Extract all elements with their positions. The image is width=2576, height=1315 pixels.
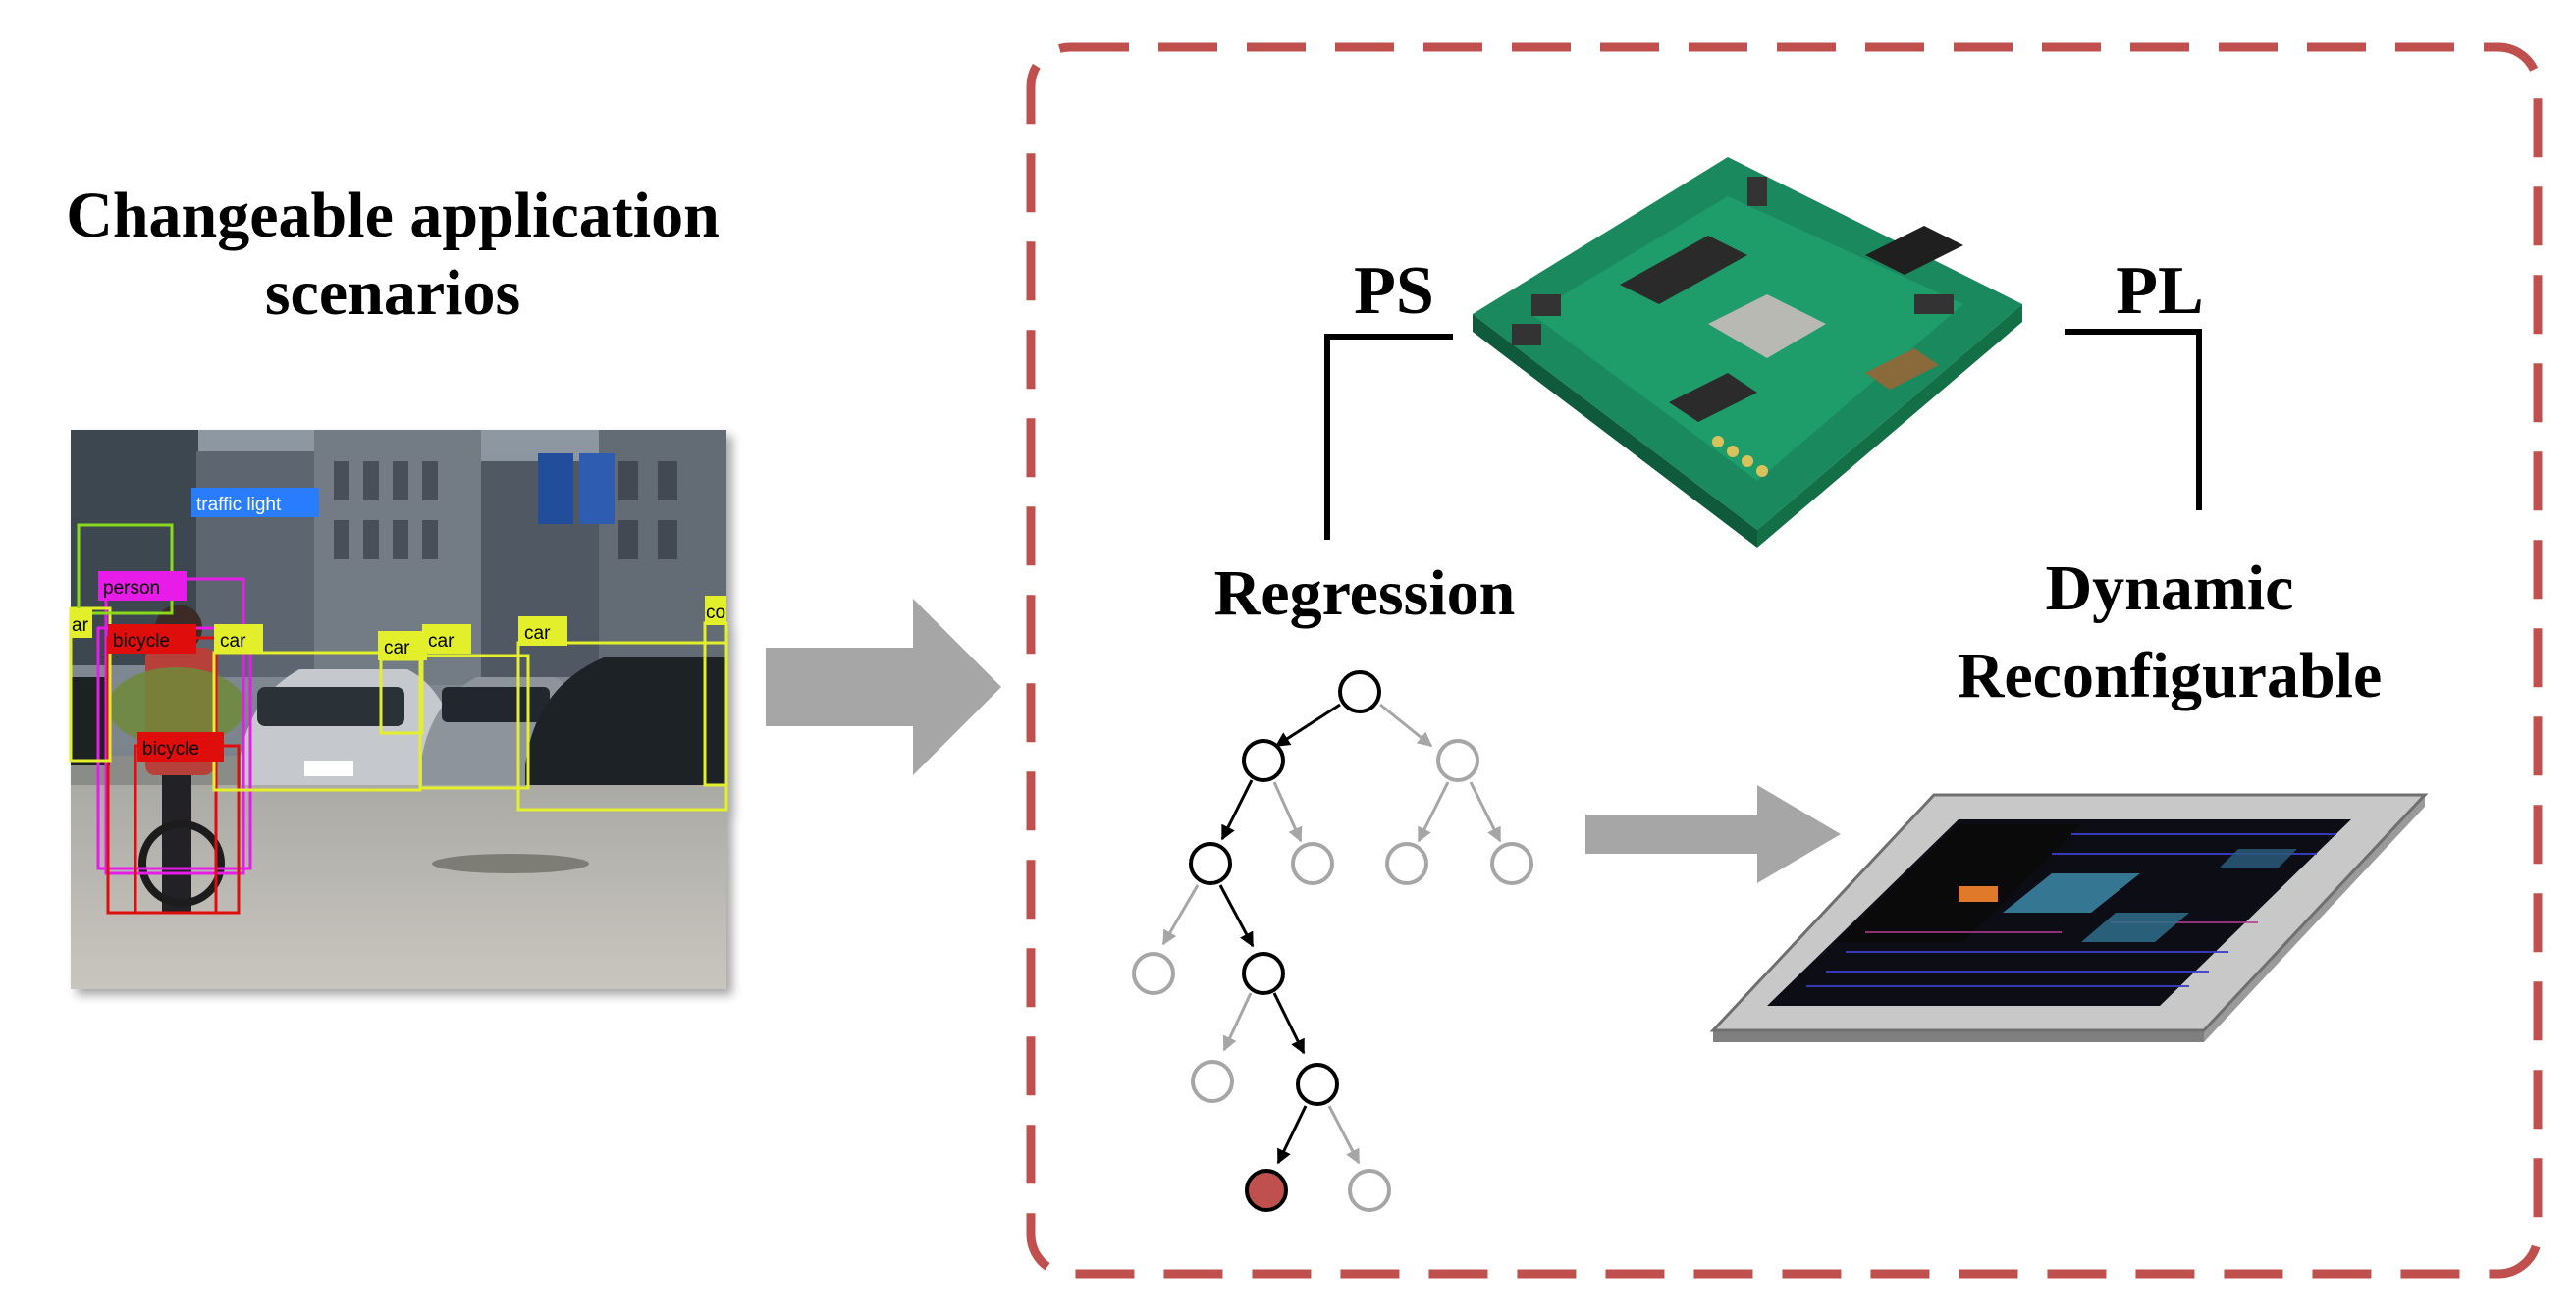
tree-node [1189, 842, 1232, 885]
detection-label: car [220, 631, 246, 652]
dashed-region-border [1026, 42, 2543, 1279]
detection-tag-person: person [98, 571, 187, 601]
tree-node [1132, 952, 1175, 995]
street-detection-photo: traffic light person bicycle bicycle car… [69, 430, 728, 989]
detection-tag-bicycle: bicycle [137, 732, 224, 762]
detection-label: bicycle [142, 739, 199, 760]
detection-tag-car: car [518, 616, 567, 646]
fpga-chip-layout [1709, 793, 2429, 1042]
detection-tag-bicycle: bicycle [108, 624, 196, 654]
tree-node [1490, 842, 1533, 885]
reconfigure-arrow [1585, 785, 1841, 883]
detection-tag-car: car [422, 624, 471, 654]
regression-tree [1132, 670, 1533, 1212]
dynamic-label-line-1: Dynamic [2045, 552, 2294, 624]
tree-node [1191, 1060, 1234, 1103]
detection-label: traffic light [196, 495, 282, 515]
detection-label: car [428, 631, 455, 652]
tree-node [1296, 1063, 1339, 1106]
main-arrow [766, 599, 1001, 775]
detection-label: car [524, 623, 551, 644]
detection-label: person [103, 578, 160, 599]
pl-connector [2065, 329, 2202, 510]
scenario-title: Changeable application scenarios [0, 177, 785, 332]
detection-tag-car: car [214, 624, 263, 654]
tree-node [1338, 670, 1381, 713]
tree-node [1242, 739, 1285, 782]
detection-label: car [384, 638, 410, 658]
tree-node [1242, 952, 1285, 995]
detection-tag-co: co [705, 596, 726, 625]
detection-label: ar [72, 615, 89, 636]
pl-label: PL [2116, 253, 2204, 329]
detection-label: bicycle [113, 631, 170, 652]
ps-connector [1324, 334, 1453, 540]
dynamic-reconfigurable-label: Dynamic Reconfigurable [1905, 545, 2435, 719]
tree-node-selected-leaf [1245, 1169, 1288, 1212]
tree-node [1385, 842, 1428, 885]
scenario-title-line-2: scenarios [264, 257, 521, 330]
detection-tag-traffic-light: traffic light [191, 488, 319, 517]
regression-label: Regression [1213, 557, 1516, 629]
detection-tag-ar: ar [71, 608, 92, 638]
dynamic-label-line-2: Reconfigurable [1957, 640, 2383, 712]
tree-node [1291, 842, 1334, 885]
ps-label: PS [1354, 253, 1434, 329]
scenario-title-line-1: Changeable application [66, 180, 720, 251]
detection-label: co [706, 603, 725, 623]
fpga-board-photo [1473, 157, 2022, 548]
tree-node [1348, 1169, 1391, 1212]
tree-node [1436, 739, 1479, 782]
detection-tag-car: car [378, 631, 427, 660]
